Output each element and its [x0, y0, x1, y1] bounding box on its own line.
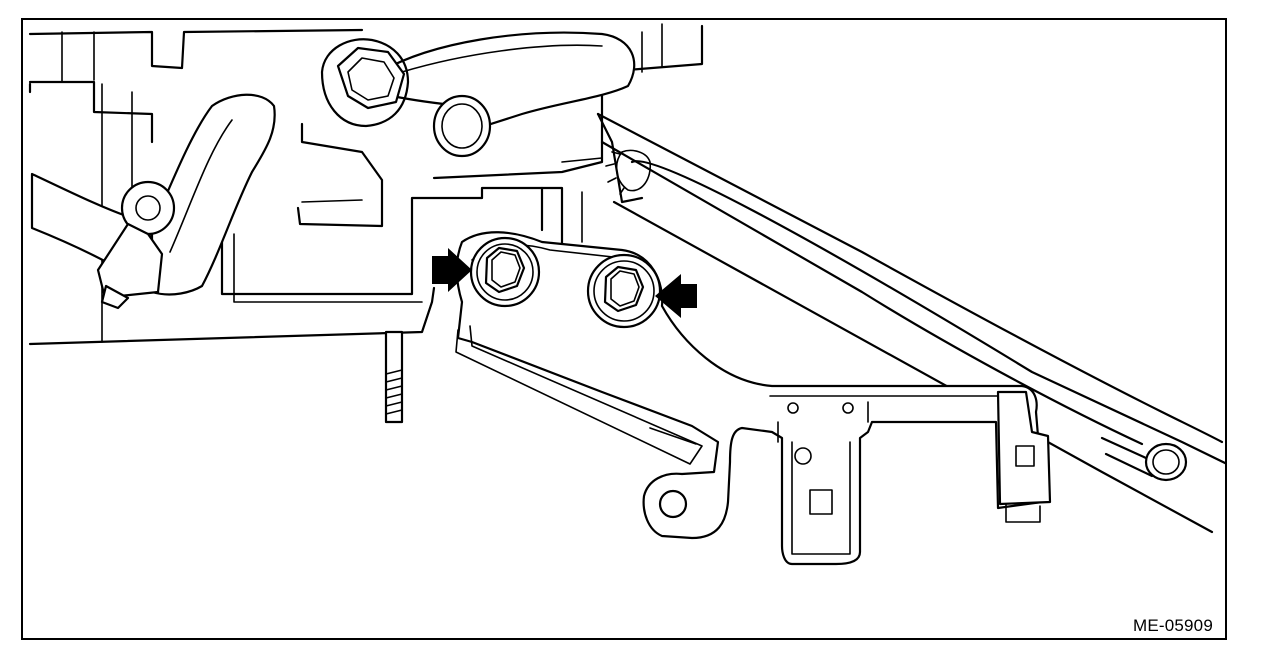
arrow-left-icon — [655, 274, 697, 318]
figure-frame: ME-05909 — [21, 18, 1227, 640]
bolt-left — [469, 236, 541, 308]
illustration — [28, 23, 1225, 566]
left-hose — [30, 93, 276, 310]
upper-hose — [320, 31, 636, 158]
figure-code: ME-05909 — [1132, 616, 1213, 635]
bolt-right — [586, 253, 662, 329]
bracket — [455, 231, 1052, 566]
coolant-pipe-diagonal — [596, 112, 1225, 534]
arrow-right-icon — [432, 248, 472, 292]
stud — [384, 330, 404, 424]
